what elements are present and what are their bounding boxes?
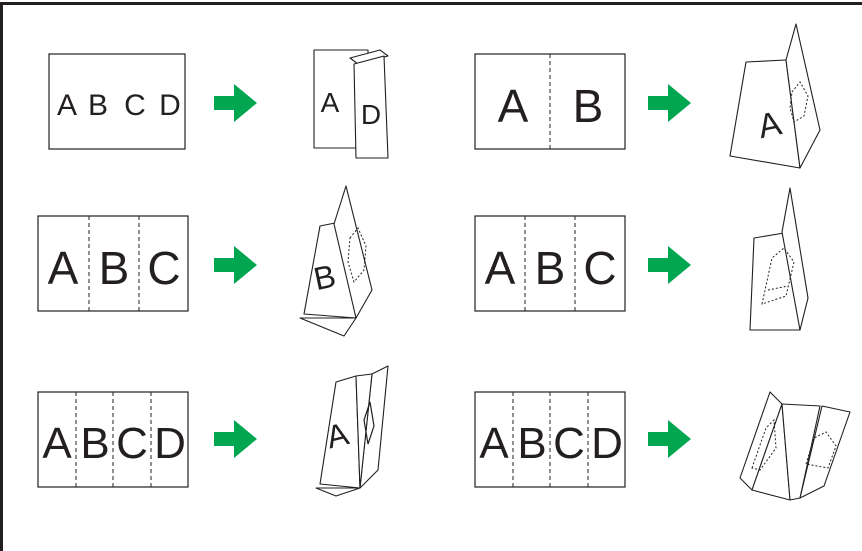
panel-letter: D [591, 419, 623, 468]
arrow-right-icon [214, 84, 257, 122]
folded-result: A [315, 365, 389, 497]
panel-letter: B [517, 419, 546, 468]
show-through-outline [789, 81, 809, 123]
panel-letter: A [42, 419, 72, 468]
panel-letter: A [485, 242, 516, 294]
panel-letter: A [57, 89, 77, 122]
folded-result: B [299, 185, 373, 337]
panel-letter: B [573, 80, 604, 132]
folded-result [749, 187, 809, 331]
panel-letter: D [154, 419, 186, 468]
folded-panel [333, 185, 373, 319]
arrow-right-icon [214, 420, 257, 458]
sheet-outline [474, 215, 626, 312]
result-letter: A [321, 87, 340, 118]
panel-letter: B [80, 419, 109, 468]
flat-sheet: A B [474, 53, 626, 150]
panel-letter: A [498, 80, 529, 132]
sheet-outline [37, 215, 189, 312]
folded-panel [781, 403, 821, 501]
panel-letter: A [48, 242, 79, 294]
flat-sheet: A B C D [37, 391, 189, 488]
folded-panel [315, 487, 361, 497]
panel-letter: C [116, 419, 148, 468]
folded-panel [349, 49, 389, 65]
folded-panel [299, 317, 357, 337]
flat-sheet: A B C D [48, 53, 186, 150]
panel-letter: B [535, 242, 566, 294]
panel-letter: B [99, 242, 130, 294]
folded-panel [353, 55, 389, 159]
arrow-right-icon [648, 420, 691, 458]
fold-letter-in: A B C B [37, 185, 373, 337]
flat-sheet: A B C D [474, 391, 626, 488]
arrow-right-icon [214, 246, 257, 284]
folded-panel [785, 23, 821, 169]
folded-result: A D [313, 49, 389, 159]
show-through-outline [347, 227, 367, 284]
show-through-outline [363, 401, 375, 445]
folded-result [739, 391, 851, 501]
flat-sheet: A B C [37, 215, 189, 312]
panel-letter: C [147, 242, 180, 294]
panel-letter: D [159, 89, 181, 122]
fold-half: A B A [474, 23, 821, 169]
arrow-right-icon [648, 84, 691, 122]
panel-letter: A [479, 419, 509, 468]
folded-panel [799, 405, 851, 499]
sheet-outline [48, 53, 186, 150]
fold-double-parallel: A B C D A [37, 365, 389, 497]
fold-gate: A B C D A D [48, 49, 389, 159]
panel-letter: C [124, 89, 146, 122]
show-through-outline [767, 285, 789, 291]
fold-accordion: A B C D [474, 391, 851, 501]
arrow-right-icon [648, 246, 691, 284]
folded-panel [781, 187, 809, 331]
panel-letter: B [88, 89, 108, 122]
show-through-outline [805, 431, 837, 469]
fold-letter-out: A B C [474, 187, 809, 331]
folded-result: A [729, 23, 821, 169]
result-letter: D [361, 99, 381, 130]
panel-letter: C [583, 242, 616, 294]
panel-letter: C [553, 419, 585, 468]
flat-sheet: A B C [474, 215, 626, 312]
